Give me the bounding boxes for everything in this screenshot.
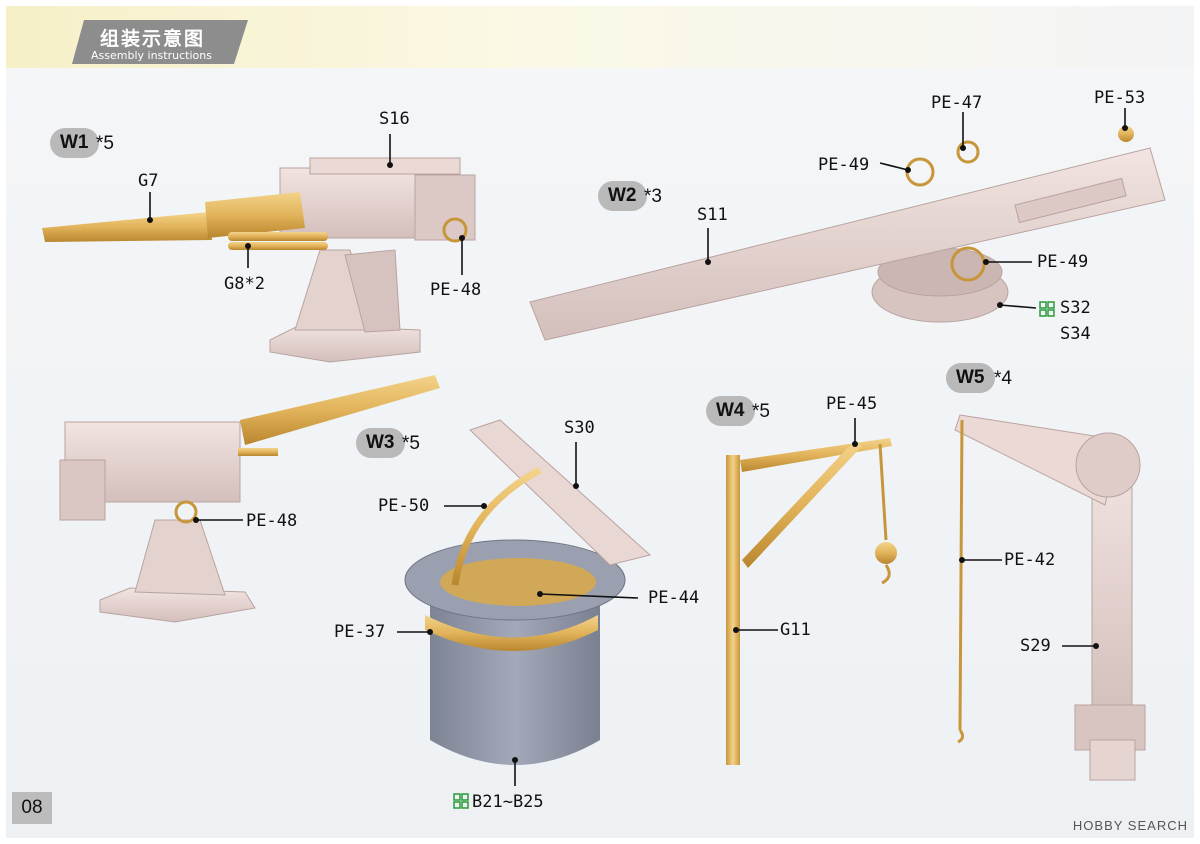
part-label-g8: G8*2 [224,274,265,294]
part-label-g11: G11 [780,620,811,640]
step-qty-w2: *3 [644,186,662,207]
part-label-pe53: PE-53 [1094,88,1146,108]
part-label-s34: S34 [1060,324,1091,344]
page-title-chinese: 组装示意图 [100,28,206,50]
part-label-pe49-side: PE-49 [1037,252,1089,272]
part-label-s29: S29 [1020,636,1051,656]
step-badge-w2: W2 [598,181,647,211]
part-label-pe50: PE-50 [378,496,430,516]
part-label-s11: S11 [697,205,728,225]
leader-lines [147,108,1128,786]
part-label-pe42: PE-42 [1004,550,1056,570]
part-label-s16: S16 [379,109,410,129]
step-badge-w1: W1 [50,128,99,158]
step-qty-w1: *5 [96,133,114,154]
part-label-pe49-top: PE-49 [818,155,870,175]
page-number: 08 [12,792,52,824]
part-label-pe48-top: PE-48 [430,280,482,300]
step-badge-w4: W4 [706,396,755,426]
watermark: HOBBY SEARCH [1072,818,1188,833]
part-label-g7: G7 [138,171,159,191]
part-label-s30: S30 [564,418,595,438]
w5-davit [954,414,1146,781]
grid-parts-icon [1039,301,1055,317]
part-label-pe48-bottom: PE-48 [246,511,298,531]
step-badge-w5: W5 [946,363,995,393]
w1-gun-top [42,157,476,363]
step-qty-w3: *5 [402,433,420,454]
part-label-b21-b25: B21~B25 [472,792,544,812]
grid-parts-icon [453,793,469,809]
w1-gun-bottom [59,375,440,623]
part-label-s32: S32 [1060,298,1091,318]
part-label-pe37: PE-37 [334,622,386,642]
page-title-english: Assembly instructions [91,49,212,62]
part-label-pe47: PE-47 [931,93,983,113]
title-tab [72,20,248,64]
step-qty-w5: *4 [994,368,1012,389]
step-badge-w3: W3 [356,428,405,458]
part-label-pe45: PE-45 [826,394,878,414]
step-qty-w4: *5 [752,401,770,422]
part-label-pe44: PE-44 [648,588,700,608]
w4-davit [726,438,897,765]
w3-vent [404,419,652,765]
